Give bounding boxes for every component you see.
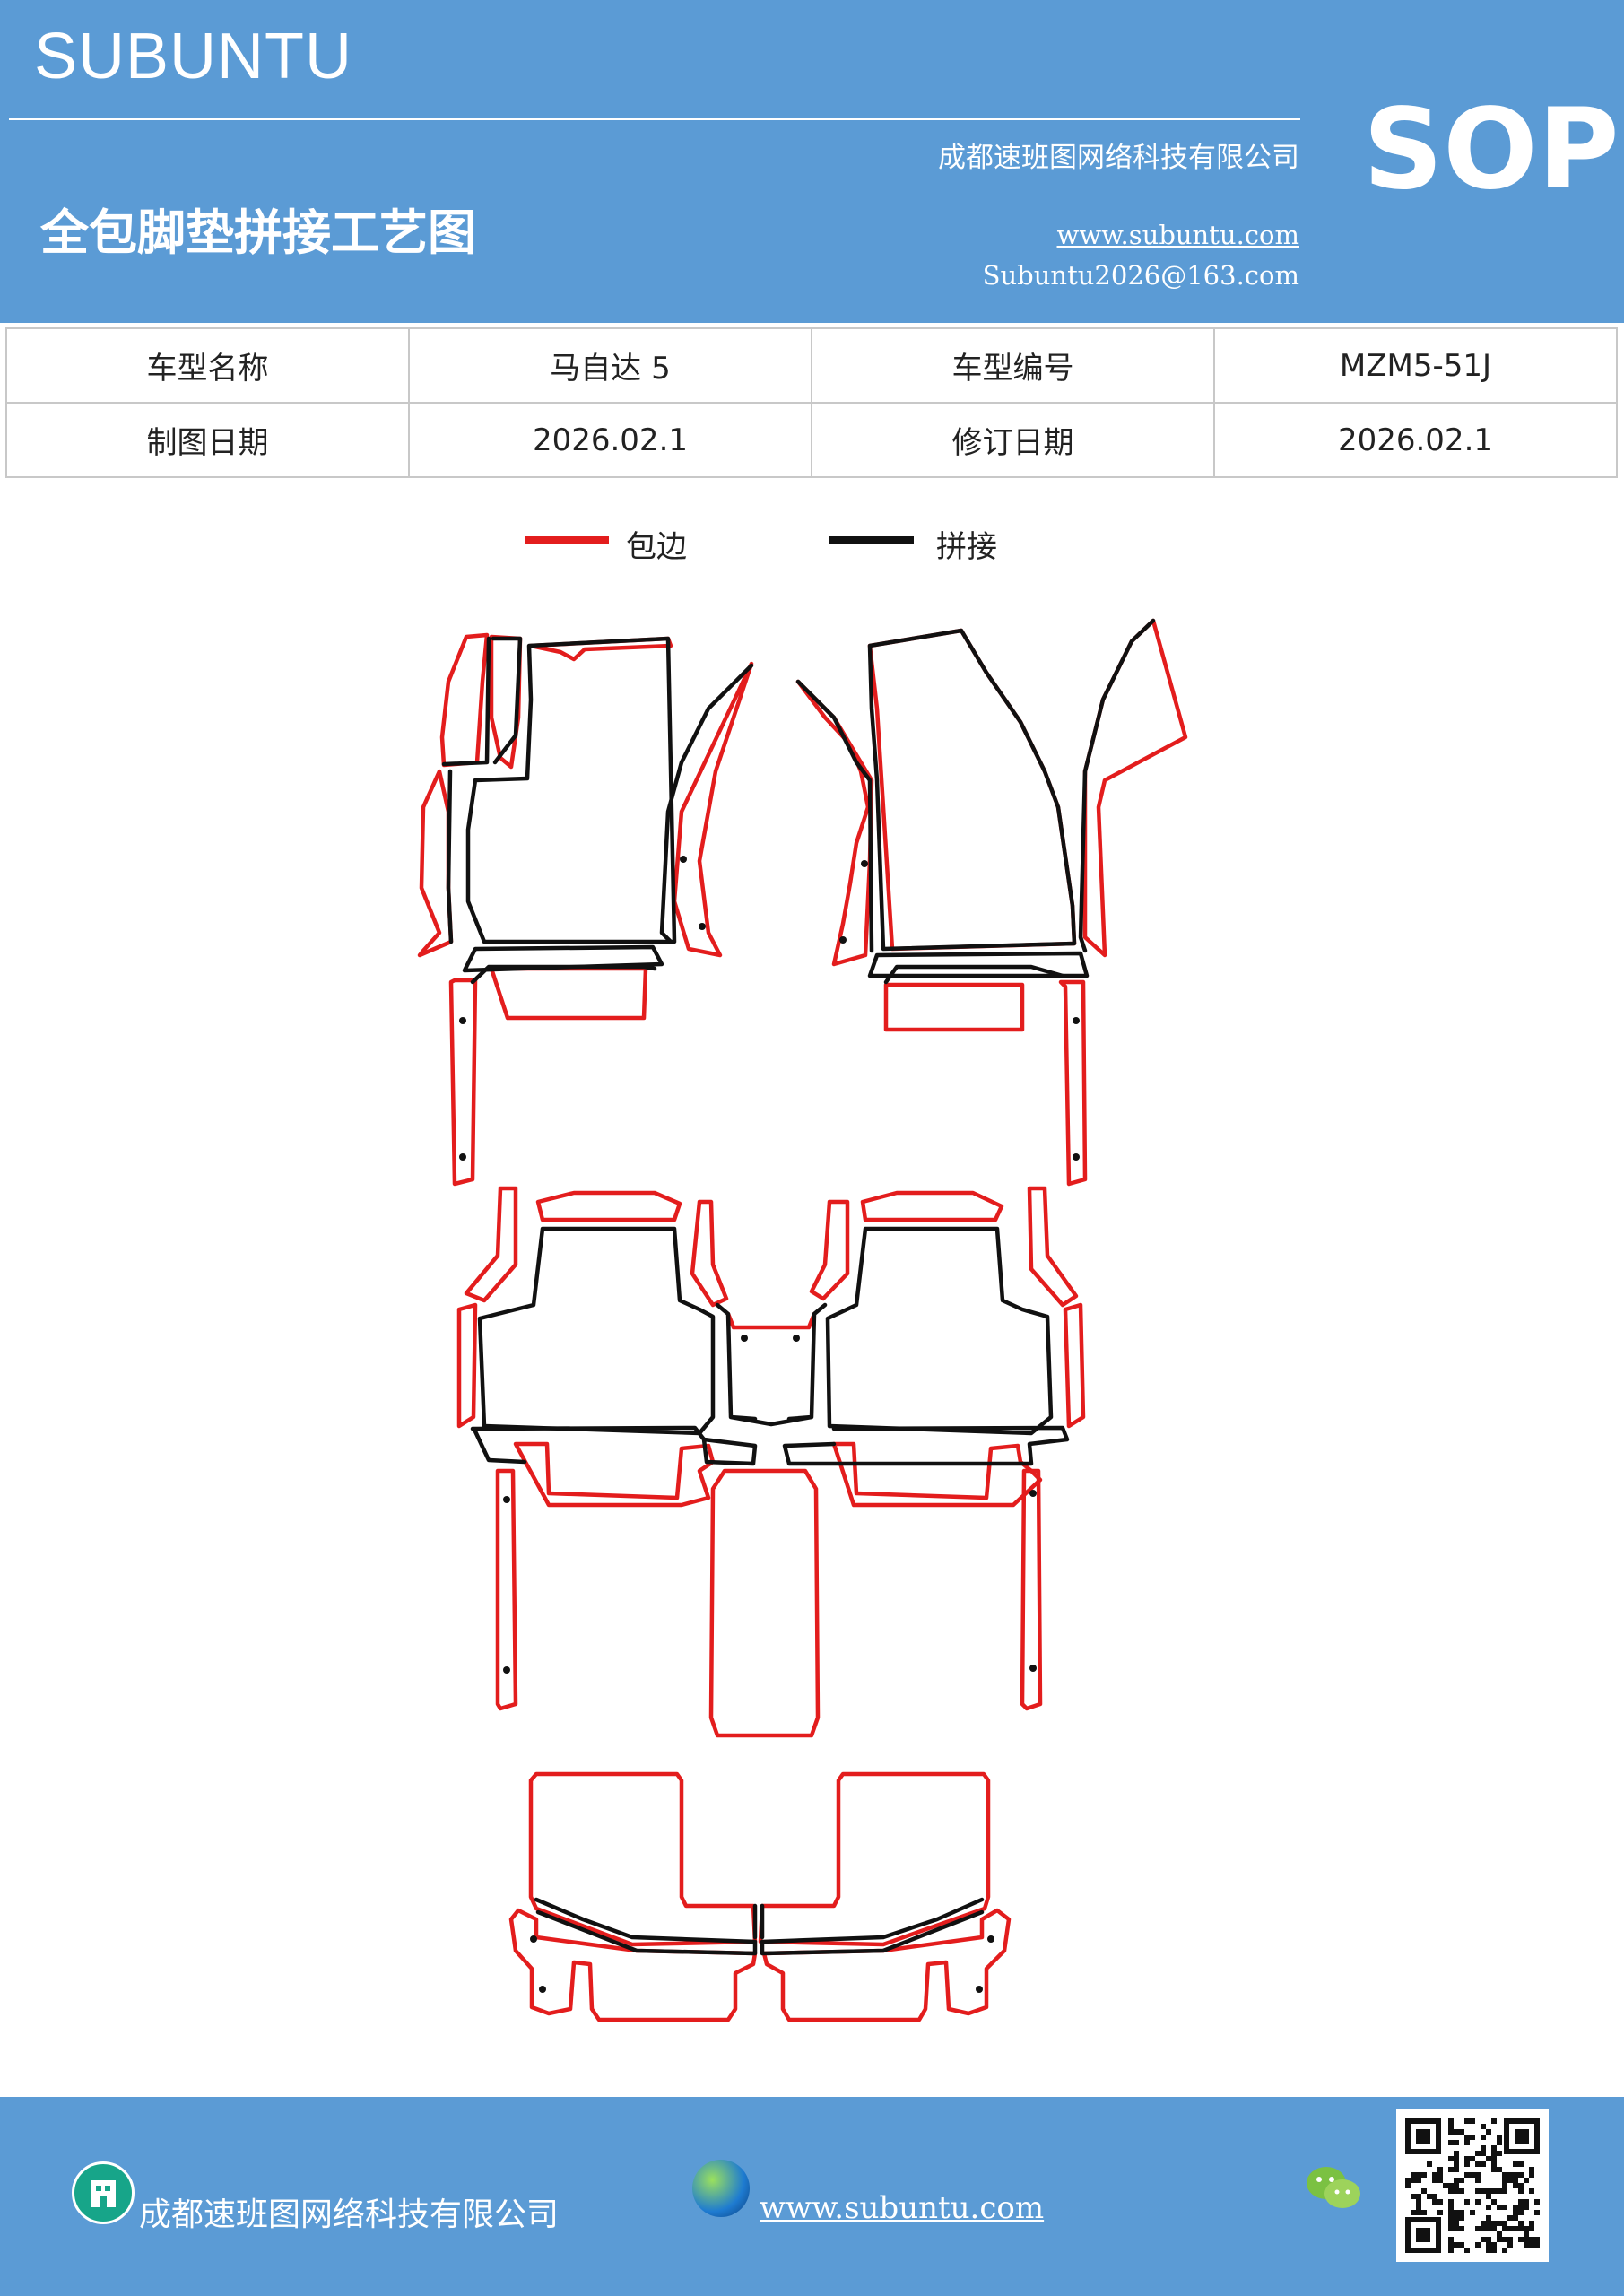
- footer-company-name: 成都速班图网络科技有限公司: [139, 2196, 560, 2233]
- footer-website-link[interactable]: www.subuntu.com: [760, 2190, 1045, 2226]
- table-row: 制图日期 2026.02.1 修订日期 2026.02.1: [5, 402, 1618, 478]
- model-name-value: 马自达 5: [408, 327, 812, 404]
- front-left-mat: [417, 632, 754, 1187]
- company-name: 成都速班图网络科技有限公司: [938, 142, 1299, 174]
- globe-icon: [692, 2160, 750, 2217]
- model-code-value: MZM5-51J: [1213, 327, 1618, 404]
- email-address: Subuntu2026@163.com: [982, 260, 1299, 291]
- draw-date-value: 2026.02.1: [408, 402, 812, 478]
- legend-edge-swatch: [525, 536, 609, 544]
- header-banner: [0, 0, 1624, 323]
- legend-edge-label: 包边: [626, 529, 687, 565]
- header-divider: [9, 118, 1300, 120]
- website-link[interactable]: www.subuntu.com: [1056, 220, 1299, 250]
- brand-name: SUBUNTU: [34, 21, 353, 92]
- revise-date-value: 2026.02.1: [1213, 402, 1618, 478]
- second-row-mats: [456, 1186, 1086, 1738]
- draw-date-label: 制图日期: [5, 402, 410, 478]
- building-icon: [72, 2161, 135, 2224]
- table-row: 车型名称 马自达 5 车型编号 MZM5-51J: [5, 327, 1618, 404]
- front-right-mat: [795, 618, 1188, 1187]
- legend-joint-swatch: [829, 536, 914, 544]
- legend-joint-label: 拼接: [936, 529, 997, 565]
- model-name-label: 车型名称: [5, 327, 410, 404]
- info-table: 车型名称 马自达 5 车型编号 MZM5-51J 制图日期 2026.02.1 …: [5, 327, 1618, 478]
- revise-date-label: 修订日期: [811, 402, 1215, 478]
- sop-badge: SOP: [1363, 85, 1620, 214]
- wechat-icon[interactable]: [1305, 2161, 1364, 2219]
- third-row-mats: [508, 1771, 1012, 2022]
- qr-code[interactable]: [1396, 2109, 1549, 2262]
- fastener-dots: [459, 856, 1080, 1993]
- model-code-label: 车型编号: [811, 327, 1215, 404]
- document-title: 全包脚垫拼接工艺图: [40, 204, 476, 261]
